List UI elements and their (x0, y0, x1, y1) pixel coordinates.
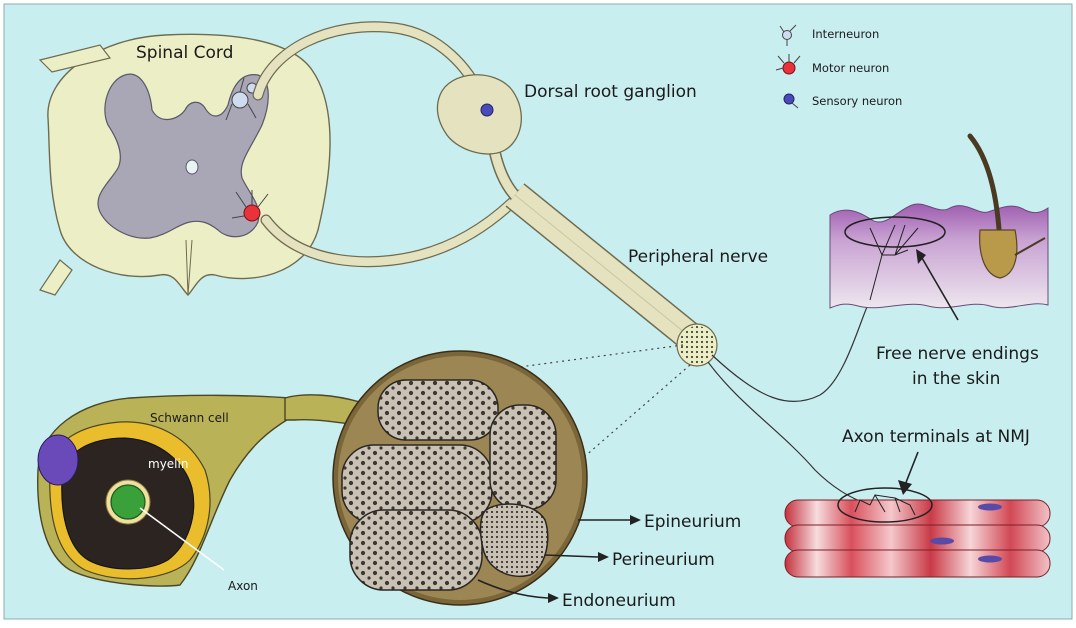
nerve-cross-section (333, 351, 587, 605)
spinal-cord-label: Spinal Cord (136, 43, 233, 63)
legend-label-sensory-neuron: Sensory neuron (812, 94, 902, 108)
muscle-fiber-1 (785, 500, 1050, 527)
muscle-nucleus (978, 556, 1002, 563)
central-canal (186, 160, 198, 174)
sensory-neuron-cell (481, 104, 493, 116)
axon-terminals-label: Axon terminals at NMJ (842, 427, 1030, 447)
free-nerve-endings-label-line1: Free nerve endings (876, 344, 1039, 364)
fascicle (378, 380, 498, 440)
free-nerve-endings-label-line2: in the skin (912, 369, 1000, 389)
muscle-nucleus (930, 538, 954, 545)
schwann-cell-label: Schwann cell (150, 411, 229, 425)
muscle-fiber-2 (785, 525, 1050, 552)
perineurium-label: Perineurium (612, 550, 715, 570)
peripheral-nerve-label: Peripheral nerve (628, 247, 768, 267)
epineurium-label: Epineurium (644, 512, 741, 532)
muscle-nucleus (978, 504, 1002, 511)
spinal-cord: Spinal Cord (40, 34, 330, 295)
legend-label-motor-neuron: Motor neuron (812, 61, 889, 75)
axon-label: Axon (228, 579, 258, 593)
axon-core (111, 485, 145, 519)
dorsal-root-ganglion-label: Dorsal root ganglion (524, 82, 697, 102)
muscle-fibers (785, 488, 1050, 577)
endoneurium-label: Endoneurium (562, 591, 676, 611)
myelin-label: myelin (148, 457, 188, 471)
fascicle (490, 405, 556, 510)
fascicle (350, 510, 482, 590)
muscle-fiber-3 (785, 550, 1050, 577)
schwann-nucleus (38, 435, 78, 485)
legend-label-interneuron: Interneuron (812, 27, 879, 41)
